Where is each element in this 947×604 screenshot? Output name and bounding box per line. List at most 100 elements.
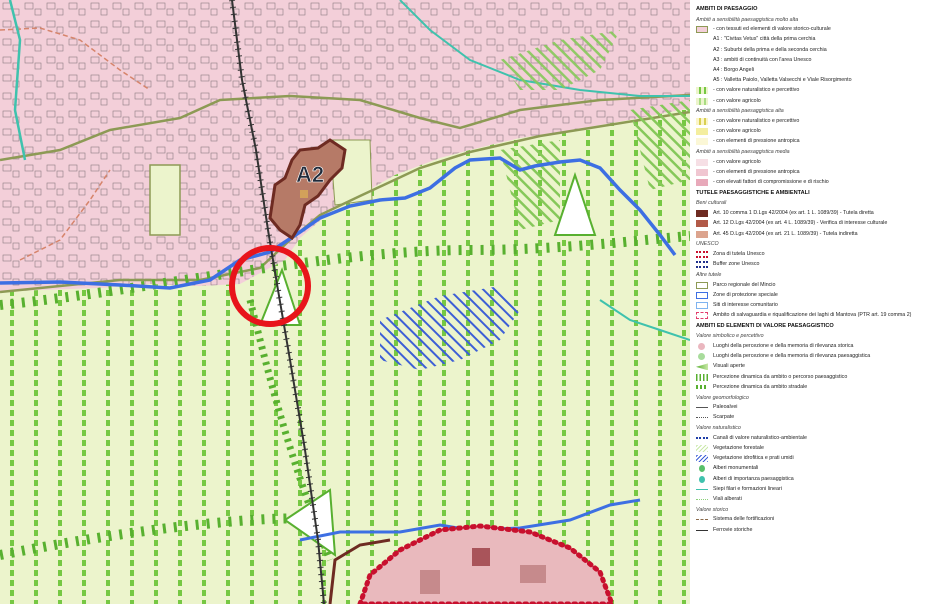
legend-row: Percezione dinamica da ambito o percorso… [696,372,847,382]
legend-label: Art. 12 D.Lgs 42/2004 (ex art. 4 L. 1089… [713,220,888,227]
historic-building-3 [420,570,440,594]
open-view-cone-2 [553,171,597,236]
legend-row: Art. 12 D.Lgs 42/2004 (ex art. 4 L. 1089… [696,219,887,229]
legend-row: Parco regionale del Mincio [696,280,775,290]
legend-label: Luoghi della percezione e della memoria … [713,343,854,349]
legend-label: A5 : Valletta Paiolo, Valletta Valsecchi… [713,77,852,84]
legend-label: Zona di tutela Unesco [713,250,765,257]
legend-row: - con tessuti ed elementi di valore stor… [696,25,831,35]
legend-label: Sistema delle fortificazioni [713,516,775,523]
legend-row: A2 : Suburbi della prima e della seconda… [696,45,827,55]
legend-label: Valore storico [696,506,729,513]
legend-symbol [698,343,705,350]
forest-vegetation-area-3 [630,100,690,190]
legend-row: Zona di tutela Unesco [696,249,765,259]
legend-label: - con valore agricolo [713,128,761,135]
railway-line [231,0,325,604]
legend-row: Luoghi della percezione e della memoria … [696,342,853,352]
heritage-outline [268,138,347,241]
legend-label: Valore geomorfologico [696,394,749,401]
legend-row: A4 : Borgo Angeli [696,66,754,76]
legend-row: Valore geomorfologico [696,393,749,403]
legend-label: Ferrovie storiche [713,526,753,533]
legend-label: Canali di valore naturalistico-ambiental… [713,434,807,441]
legend-row: - con elementi di pressione antropica [696,168,800,178]
legend-label: Luoghi della percezione e della memoria … [713,353,871,360]
legend-label: Scarpate [713,414,735,421]
legend-row: Beni culturali [696,198,726,208]
legend-label: Percezione dinamica da ambito o percorso… [713,373,848,380]
legend: AMBITI DI PAESAGGIO Ambiti a sensibilità … [690,0,947,604]
legend-row: Art. 10 comma 1 D.Lgs 42/2004 (ex art. 1… [696,209,874,219]
site-label-a2: A2 [296,162,324,187]
legend-label: A1 : "Civitas Vetus" città della prima c… [713,36,816,43]
legend-label: Viali alberati [713,496,742,502]
legend-row: - con valore agricolo [696,157,761,167]
heritage-building [300,190,308,198]
legend-row: Percezione dinamica da ambito stradale [696,382,807,392]
legend-label: Valore naturalistico [696,425,741,432]
legend-row: - con valore agricolo [696,127,761,137]
legend-row: Ferrovie storiche [696,525,752,535]
urban-grey-patch [149,164,181,236]
legend-symbol [699,475,705,483]
legend-symbol [699,465,705,473]
legend-symbol [696,169,708,176]
legend-symbol [696,455,708,463]
legend-row: A3 : ambiti di continuità con l'area Une… [696,55,811,65]
park-boundary-line [0,93,690,162]
legend-label: Ambiti a sensibilità paesaggistica molto… [696,16,799,23]
legend-symbol [696,417,708,419]
legend-row: Ambito di salvaguardia e riqualificazion… [696,311,911,321]
legend-symbol [696,519,708,521]
legend-row: Siti di interesse comunitario [696,300,778,310]
legend-row: Vegetazione idrofitica e prati umidi [696,454,794,464]
legend-label: - con valore naturalistico e percettivo [713,87,800,94]
legend-label: Paleoalvei [713,404,738,411]
canal-line-3 [599,299,690,341]
legend-symbol [696,261,708,269]
legend-symbol [696,529,708,531]
legend-symbol [696,210,708,218]
legend-label: Art. 10 comma 1 D.Lgs 42/2004 (ex art. 1… [713,210,874,217]
legend-label: - con elementi di pressione antropica [713,169,800,175]
legend-row: Paleoalvei [696,403,737,413]
legend-label: Buffer zone Unesco [713,261,760,268]
legend-row: A1 : "Civitas Vetus" città della prima c… [696,35,815,45]
legend-row: UNESCO [696,239,719,249]
legend-row: AMBITI DI PAESAGGIO [696,4,757,14]
legend-symbol [696,179,708,187]
river-line [0,156,677,290]
park-boundary-line-2 [0,110,690,294]
legend-label: - con valore naturalistico e percettivo [713,118,800,124]
legend-row: Vegetazione forestale [696,444,764,454]
legend-label: Alberi monumentali [713,465,759,472]
legend-label: Vegetazione forestale [713,445,764,451]
legend-row: Alberi monumentali [696,464,758,474]
highlight-circle [229,245,311,327]
legend-row: Alberi di importanza paesaggistica [696,474,794,484]
legend-row: Ambiti a sensibilità paesaggistica alta [696,106,784,116]
legend-row: Ambiti a sensibilità paesaggistica molto… [696,15,798,25]
legend-symbol [696,97,708,105]
legend-label: AMBITI ED ELEMENTI DI VALORE PAESAGGISTI… [696,322,834,329]
legend-symbol [696,312,708,320]
legend-row: A5 : Valletta Paiolo, Valletta Valsecchi… [696,76,852,86]
legend-symbol [696,385,708,390]
legend-symbol [696,158,708,166]
legend-label: - con elementi di pressione antropica [713,138,800,145]
legend-label: Altre tutele [696,271,722,278]
legend-symbol [696,499,708,500]
legend-label: Visuali aperte [713,363,745,370]
legend-label: Beni culturali [696,200,727,207]
canal-line [8,0,27,161]
legend-label: Ambiti a sensibilità paesaggistica alta [696,108,784,115]
legend-label: Siepi filari e formazioni lineari [713,485,782,492]
legend-row: AMBITI ED ELEMENTI DI VALORE PAESAGGISTI… [696,321,834,331]
legend-row: - con valore naturalistico e percettivo [696,86,799,96]
legend-label: Valore simbolico e percettivo [696,333,764,340]
dashed-salvaguardia-line-2 [19,169,111,261]
legend-row: Canali di valore naturalistico-ambiental… [696,433,807,443]
legend-symbol [696,281,708,289]
